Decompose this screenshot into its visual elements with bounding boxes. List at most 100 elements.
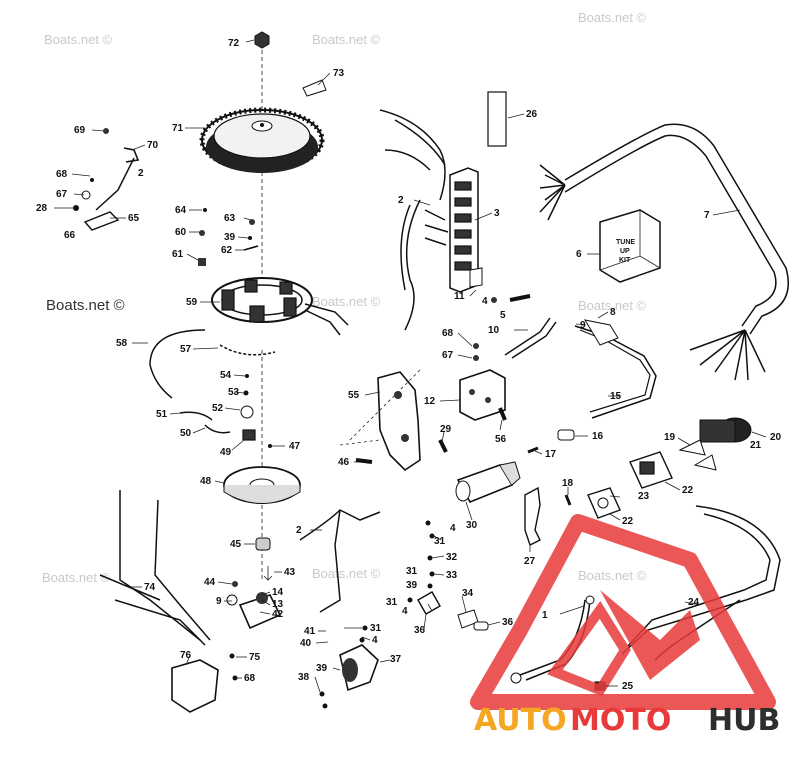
logo-moto: MOTO [570, 703, 671, 738]
callout-64: 64 [175, 205, 187, 216]
callout-8: 8 [610, 307, 616, 318]
callout-37: 37 [390, 654, 402, 665]
callout-47: 47 [289, 441, 301, 452]
callout-48: 48 [200, 476, 212, 487]
watermark-text: Boats.net © [312, 566, 381, 581]
arrow [263, 566, 273, 581]
watermark-text: Boats.net © [44, 32, 113, 47]
key-switch [678, 417, 752, 471]
coil-bracket [339, 369, 421, 472]
wire-harness-lower [99, 490, 211, 646]
wire-harness [379, 109, 449, 331]
callout-25: 25 [622, 681, 634, 692]
callout-15: 15 [610, 391, 622, 402]
bracket [469, 267, 483, 288]
callout-33: 33 [446, 570, 458, 581]
starter-motor [455, 461, 521, 504]
callout-34: 34 [462, 588, 474, 599]
logo-auto: AUTO [474, 703, 567, 738]
bracket [417, 591, 441, 615]
callout-19: 19 [664, 432, 676, 443]
wire-lead [504, 317, 551, 356]
callout-59: 59 [186, 297, 198, 308]
watermarks: Boats.net © Boats.net © Boats.net © Boat… [42, 10, 647, 585]
callout-5: 5 [500, 310, 506, 321]
callout-67: 67 [442, 350, 454, 361]
callout-24: 24 [688, 597, 700, 608]
watermark-text: Boats.net © [42, 570, 111, 585]
stator [211, 277, 349, 336]
kit-box-text: KIT [619, 257, 631, 264]
callout-75: 75 [249, 652, 261, 663]
callout-31: 31 [386, 597, 398, 608]
watermark-text: Boats.net © [578, 568, 647, 583]
leader-lines [54, 39, 767, 693]
callout-36: 36 [414, 625, 426, 636]
callout-6: 6 [576, 249, 582, 260]
watermark-text: Boats.net © [312, 294, 381, 309]
screw [498, 407, 507, 421]
stator-lead-wire [149, 329, 206, 399]
callout-39: 39 [406, 580, 418, 591]
callout-1: 1 [542, 610, 548, 621]
callout-numbers: 72 73 71 69 70 68 2 67 28 65 66 64 60 61… [36, 38, 782, 692]
callout-68: 68 [244, 673, 256, 684]
callout-60: 60 [175, 227, 187, 238]
callout-11: 11 [454, 291, 465, 302]
callout-53: 53 [228, 387, 240, 398]
callout-4: 4 [402, 606, 408, 617]
callout-14: 14 [272, 587, 284, 598]
spring [527, 446, 539, 454]
flywheel-nut [254, 31, 270, 49]
callout-58: 58 [116, 338, 128, 349]
callout-22: 22 [622, 516, 634, 527]
callout-62: 62 [221, 245, 233, 256]
starter-solenoid [339, 644, 379, 692]
callout-68: 68 [56, 169, 68, 180]
callout-4: 4 [450, 523, 456, 534]
terminal-block [449, 167, 479, 293]
rubber-boot [557, 429, 575, 441]
callout-67: 67 [56, 189, 68, 200]
kit-box-text: UP [620, 248, 630, 255]
kit-box-text: TUNE [616, 239, 635, 246]
callout-52: 52 [212, 403, 224, 414]
callout-44: 44 [204, 577, 216, 588]
wire-lead [511, 321, 557, 359]
timer-base [223, 466, 301, 504]
callout-3: 3 [494, 208, 500, 219]
clamp [524, 486, 541, 546]
callout-69: 69 [74, 125, 86, 136]
callout-20: 20 [770, 432, 782, 443]
callout-23: 23 [638, 491, 650, 502]
callout-4: 4 [482, 296, 488, 307]
ignition-coil [459, 369, 506, 421]
watermark-text: Boats.net © [312, 32, 381, 47]
callout-30: 30 [466, 520, 478, 531]
callout-70: 70 [147, 140, 159, 151]
callout-18: 18 [562, 478, 574, 489]
callout-39: 39 [224, 232, 236, 243]
callout-7: 7 [704, 210, 710, 221]
screw [564, 494, 572, 506]
tune-up-kit-box: TUNE UP KIT [599, 209, 661, 283]
callout-31: 31 [370, 623, 382, 634]
callout-2: 2 [398, 195, 404, 206]
callout-40: 40 [300, 638, 312, 649]
callout-76: 76 [180, 650, 192, 661]
callout-71: 71 [172, 123, 184, 134]
main-harness [539, 123, 790, 381]
callout-26: 26 [526, 109, 538, 120]
callout-29: 29 [440, 424, 452, 435]
callout-2: 2 [296, 525, 302, 536]
callout-63: 63 [224, 213, 236, 224]
callout-36: 36 [502, 617, 514, 628]
callout-42: 42 [272, 609, 284, 620]
callout-72: 72 [228, 38, 240, 49]
callout-2: 2 [138, 168, 144, 179]
callout-13: 13 [272, 599, 284, 610]
callout-31: 31 [434, 536, 446, 547]
callout-12: 12 [424, 396, 436, 407]
callout-27: 27 [524, 556, 536, 567]
screw [509, 294, 531, 302]
